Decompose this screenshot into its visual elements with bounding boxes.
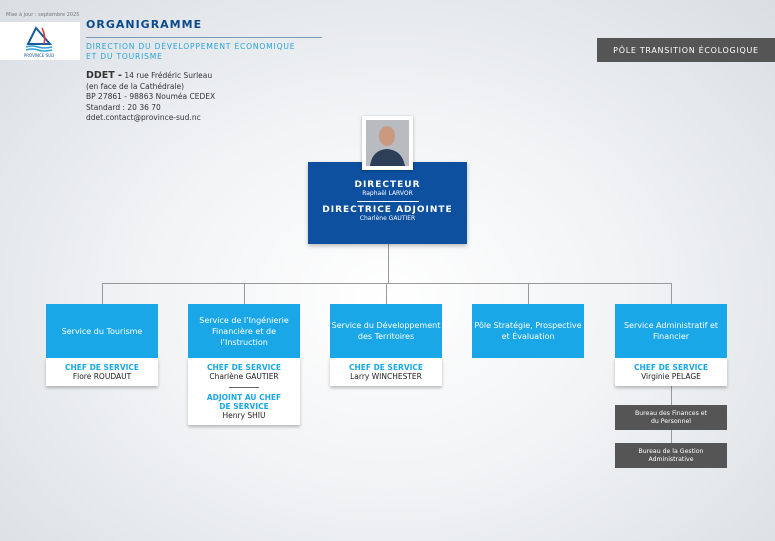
- service-title: Service du Tourisme: [46, 304, 158, 358]
- pole-strategie: Pôle Stratégie, Prospective et Évaluatio…: [472, 304, 584, 358]
- subtitle-line: ET DU TOURISME: [86, 51, 163, 61]
- service-administratif-financier: Service Administratif et Financier CHEF …: [615, 304, 727, 386]
- deputy-name: Charlène GAUTIER: [359, 215, 416, 222]
- address-block: DDET - 14 rue Frédéric Surleau (en face …: [86, 70, 216, 124]
- address-email[interactable]: ddet.contact@province-sud.nc: [86, 113, 201, 122]
- service-title: Pôle Stratégie, Prospective et Évaluatio…: [472, 304, 584, 358]
- org-acronym: DDET -: [86, 70, 122, 81]
- address-postal: BP 27861 - 98863 Nouméa CEDEX: [86, 92, 216, 101]
- svg-text:PROVINCE SUD: PROVINCE SUD: [24, 53, 54, 58]
- role-label: ADJOINT AU CHEF DE SERVICE: [206, 393, 282, 411]
- service-title: Service Administratif et Financier: [615, 304, 727, 358]
- service-ingenierie-financiere: Service de l’Ingénierie Financière et de…: [188, 304, 300, 425]
- person-name: Larry WINCHESTER: [350, 372, 422, 381]
- title-divider: [86, 37, 322, 38]
- bureau-gestion-administrative: Bureau de la Gestion Administrative: [615, 443, 727, 468]
- connector: [386, 283, 387, 304]
- person-name: Virginie PELAGE: [641, 372, 701, 381]
- role-label: CHEF DE SERVICE: [633, 363, 709, 372]
- bureau-finances-personnel: Bureau des Finances et du Personnel: [615, 405, 727, 430]
- subtitle-line: DIRECTION DU DÉVELOPPEMENT ÉCONOMIQUE: [86, 42, 296, 51]
- person-name: Flore ROUDAUT: [72, 372, 132, 381]
- director-box: DIRECTEUR Raphaël LARVOR DIRECTRICE ADJO…: [308, 162, 467, 244]
- role-label: CHEF DE SERVICE: [348, 363, 424, 372]
- service-developpement-territoires: Service du Développement des Territoires…: [330, 304, 442, 386]
- service-title: Service du Développement des Territoires: [330, 304, 442, 358]
- connector: [528, 283, 529, 304]
- director-photo: [362, 116, 413, 170]
- address-street: 14 rue Frédéric Surleau: [122, 71, 213, 80]
- connector: [102, 283, 103, 304]
- connector: [388, 244, 389, 283]
- address-note: (en face de la Cathédrale): [86, 81, 185, 91]
- pole-banner: PÔLE TRANSITION ÉCOLOGIQUE: [597, 38, 775, 62]
- director-role: DIRECTEUR: [354, 180, 421, 190]
- role-label: CHEF DE SERVICE: [206, 363, 282, 372]
- page-title: ORGANIGRAMME: [86, 18, 203, 31]
- person-name: Charlène GAUTIER: [209, 372, 279, 381]
- update-date: Mise à jour : septembre 2025: [6, 12, 80, 18]
- person-name: Henry SHIU: [222, 411, 266, 420]
- connector: [102, 283, 672, 284]
- connector: [244, 283, 245, 304]
- director-name: Raphaël LARVOR: [362, 190, 413, 197]
- province-sud-logo: PROVINCE SUD: [0, 22, 80, 60]
- deputy-role: DIRECTRICE ADJOINTE: [322, 205, 453, 215]
- role-label: CHEF DE SERVICE: [64, 363, 140, 372]
- service-title: Service de l’Ingénierie Financière et de…: [188, 304, 300, 358]
- address-phone: Standard : 20 36 70: [86, 102, 161, 112]
